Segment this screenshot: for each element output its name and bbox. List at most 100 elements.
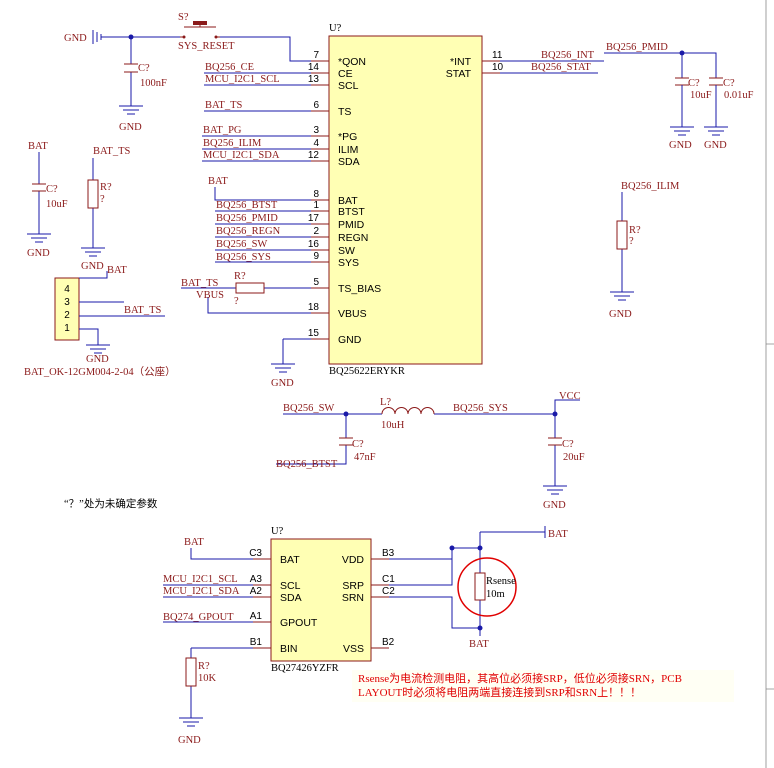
- net-label-bq256-regn: BQ256_REGN: [216, 226, 281, 237]
- connector-pin-number: 3: [64, 297, 70, 308]
- net-label-mcu-sda: MCU_I2C1_SDA: [203, 150, 280, 161]
- pin-number: B2: [382, 637, 395, 648]
- pin-number: 8: [313, 189, 319, 200]
- pin-name: CE: [338, 68, 353, 80]
- charger-ic-part: BQ25622ERYKR: [329, 366, 405, 377]
- net-label-bat: BAT: [28, 141, 48, 152]
- rsense-ref: Rsense: [486, 576, 516, 587]
- pin-number: 2: [313, 226, 319, 237]
- resistor-value: ?: [100, 194, 105, 205]
- reset-switch-label: SYS_RESET: [178, 41, 235, 52]
- battery-input-parts: BAT C? 10uF GND BAT_TS R? ? GND: [27, 141, 131, 272]
- pin-name: SDA: [280, 592, 302, 604]
- pin-number: C2: [382, 586, 395, 597]
- net-label-bq256-sw: BQ256_SW: [216, 239, 267, 250]
- junction-dot: [477, 545, 483, 551]
- pin-number: 6: [313, 100, 319, 111]
- net-label-bq256-ce: BQ256_CE: [205, 62, 254, 73]
- rsense-note-box: [352, 670, 734, 702]
- net-label-mcu-scl: MCU_I2C1_SCL: [205, 74, 280, 85]
- net-label-bat: BAT: [184, 537, 204, 548]
- ground-label: GND: [64, 33, 87, 44]
- fuel-gauge-part: BQ27426YZFR: [271, 663, 339, 674]
- ground-label: GND: [81, 261, 104, 272]
- net-label-bat-ts: BAT_TS: [205, 100, 243, 111]
- fuel-gauge-nets: BAT MCU_I2C1_SCL MCU_I2C1_SDA BQ274_GPOU…: [163, 526, 568, 746]
- net-label-bq256-int: BQ256_INT: [541, 50, 595, 61]
- pin-name: SCL: [280, 580, 301, 592]
- pin-name: VBUS: [338, 308, 367, 320]
- resistor-ref: R?: [100, 182, 112, 193]
- capacitor-value: 20uF: [563, 452, 585, 463]
- pin-number: 4: [313, 138, 319, 149]
- rsense-highlight-ring: [457, 557, 517, 617]
- resistor-ref: R?: [629, 225, 641, 236]
- net-label-gpout: BQ274_GPOUT: [163, 612, 234, 623]
- pin-number: B3: [382, 548, 395, 559]
- capacitor-pmid-001uf: C? 0.01uF GND: [704, 77, 754, 151]
- pin-name: TS: [338, 106, 351, 118]
- connector-pin-number: 1: [64, 323, 70, 334]
- ground-symbol-left: GND: [64, 30, 105, 44]
- pin-name: TS_BIAS: [338, 283, 381, 295]
- resistor-value: ?: [234, 296, 239, 307]
- fuel-gauge-ic: U? BQ27426YZFR C3BATA3SCLA2SDAA1GPOUTB1B…: [249, 526, 395, 674]
- net-label-bat-pg: BAT_PG: [203, 125, 242, 136]
- capacitor-ref: C?: [352, 439, 364, 450]
- ground-label: GND: [609, 309, 632, 320]
- resistor-ilim-body: [616, 220, 628, 250]
- ground-label: GND: [543, 500, 566, 511]
- pin-number: 9: [313, 251, 319, 262]
- connector-body: [54, 277, 80, 341]
- pin-number: 14: [308, 62, 320, 73]
- pin-number: 10: [492, 62, 504, 73]
- pin-name: BTST: [338, 206, 365, 218]
- pin-number: 3: [313, 125, 319, 136]
- capacitor-value: 10uF: [690, 90, 712, 101]
- pin-number: B1: [250, 637, 263, 648]
- pin-number: 13: [308, 74, 320, 85]
- connector-pin-number: 2: [64, 310, 70, 321]
- pin-name: ILIM: [338, 144, 358, 156]
- pin-name: GPOUT: [280, 617, 318, 629]
- net-label-sw: BQ256_SW: [283, 403, 334, 414]
- pin-name: *QON: [338, 56, 366, 68]
- unknown-param-note: “？”处为未确定参数: [64, 497, 158, 510]
- net-label-bat: BAT: [208, 176, 228, 187]
- net-label-sys: BQ256_SYS: [453, 403, 508, 414]
- net-label-bat: BAT: [107, 265, 127, 276]
- net-label-bat-ts: BAT_TS: [93, 146, 131, 157]
- resistor-ts: [87, 179, 99, 209]
- reset-switch-actuator: [193, 21, 207, 25]
- net-label-mcu-sda-u2: MCU_I2C1_SDA: [163, 586, 240, 597]
- pin-name: *PG: [338, 131, 357, 143]
- pin-name: SCL: [338, 80, 359, 92]
- pin-number: 12: [308, 150, 320, 161]
- reset-switch[interactable]: S? SYS_RESET: [178, 12, 235, 52]
- pin-number: C3: [249, 548, 262, 559]
- resistor-value: ?: [629, 236, 634, 247]
- inductor: [381, 407, 435, 415]
- pin-name: VSS: [343, 643, 364, 655]
- pin-number: 15: [308, 328, 320, 339]
- rsense-note-line2: LAYOUT时必须将电阻两端直接连接到SRP和SRN上！！！: [358, 685, 641, 699]
- ground-label: GND: [669, 140, 692, 151]
- capacitor-ref: C?: [46, 184, 58, 195]
- pin-number: 1: [313, 200, 319, 211]
- resistor-ref: R?: [234, 271, 246, 282]
- net-label-bat-rsense-top: BAT: [548, 529, 568, 540]
- pin-name: SDA: [338, 156, 360, 168]
- net-label-bq256-btst: BQ256_BTST: [216, 200, 278, 211]
- resistor-bin: [185, 657, 197, 687]
- resistor-ilim: BQ256_ILIM R? ? GND: [609, 181, 680, 320]
- rsense-value: 10m: [486, 589, 505, 600]
- inductor-ref: L?: [380, 397, 391, 408]
- ground-label: GND: [27, 248, 50, 259]
- connector-label: BAT_OK-12GM004-2-04（公座）: [24, 365, 176, 378]
- pin-number: C1: [382, 574, 395, 585]
- capacitor-value: 0.01uF: [724, 90, 754, 101]
- pin-name: SYS: [338, 257, 359, 269]
- reset-switch-ref: S?: [178, 12, 189, 23]
- pin-name: BAT: [280, 554, 300, 566]
